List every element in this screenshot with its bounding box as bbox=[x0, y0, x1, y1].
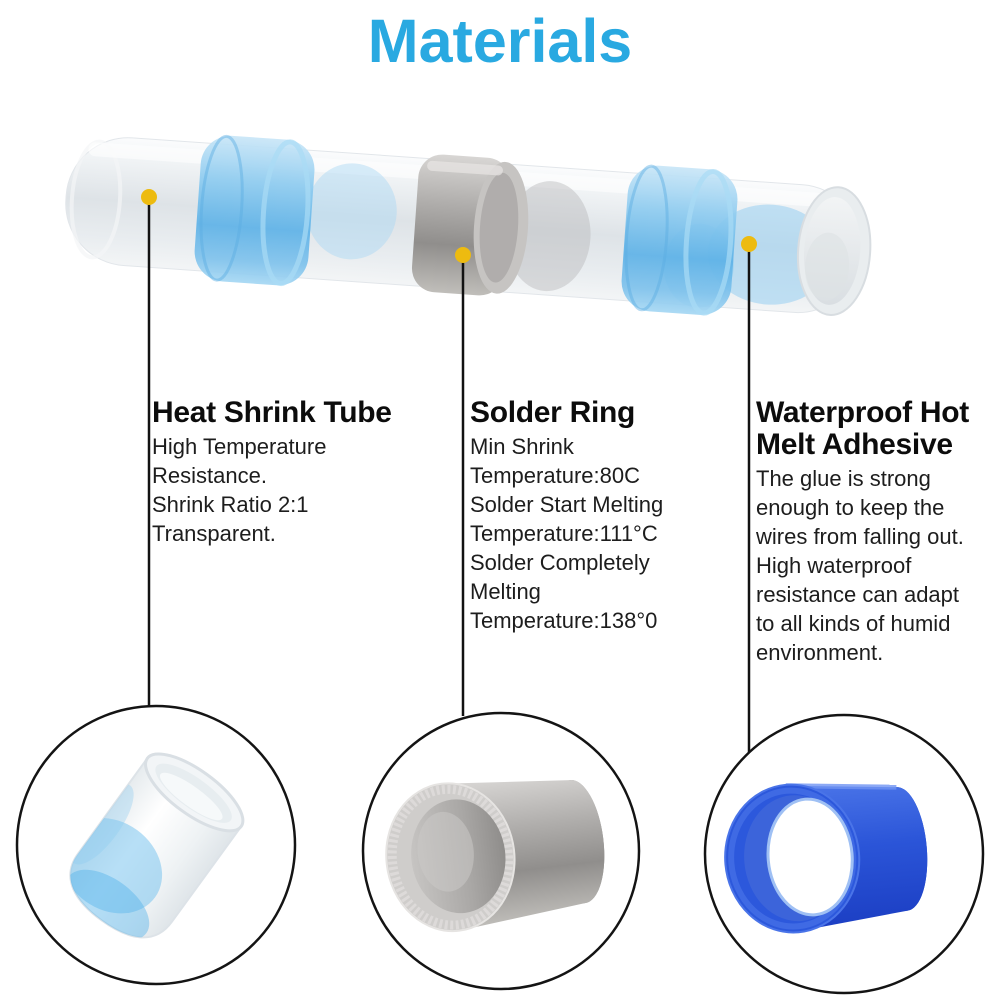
blue-band-2 bbox=[621, 164, 738, 316]
callout-title-heat-shrink-tube: Heat Shrink Tube bbox=[152, 396, 392, 429]
solder-ring-band bbox=[411, 154, 529, 296]
marker-dot-heat-shrink-tube bbox=[141, 189, 157, 205]
callout-waterproof-adhesive: Waterproof Hot Melt Adhesive The glue is… bbox=[756, 397, 996, 667]
adhesive-haze-right-of-band1 bbox=[306, 163, 397, 260]
callout-title-solder-ring: Solder Ring bbox=[470, 396, 636, 429]
callout-body-solder-ring: Min Shrink Temperature:80C Solder Start … bbox=[470, 434, 664, 633]
callout-title-waterproof-adhesive: Waterproof Hot Melt Adhesive bbox=[756, 396, 969, 461]
tube-left-cap-rim bbox=[69, 139, 123, 260]
detail-circle-heat-shrink-tube bbox=[15, 704, 297, 986]
marker-dots bbox=[141, 189, 757, 263]
detail-circle-adhesive-ring bbox=[703, 713, 985, 995]
callout-heat-shrink-tube: Heat Shrink Tube High Temperature Resist… bbox=[152, 397, 442, 548]
callout-body-heat-shrink-tube: High Temperature Resistance. Shrink Rati… bbox=[152, 434, 327, 546]
callout-solder-ring: Solder Ring Min Shrink Temperature:80C S… bbox=[470, 397, 720, 635]
blue-band-1 bbox=[194, 134, 315, 287]
connector-product bbox=[65, 134, 872, 316]
adhesive-ring-piece bbox=[724, 783, 928, 934]
page-title: Materials bbox=[367, 7, 633, 75]
marker-dot-solder-ring bbox=[455, 247, 471, 263]
detail-circle-solder-ring bbox=[361, 711, 641, 991]
tube-open-end bbox=[796, 186, 872, 316]
callout-body-waterproof-adhesive: The glue is strong enough to keep the wi… bbox=[756, 466, 964, 665]
marker-dot-adhesive bbox=[741, 236, 757, 252]
heat-shrink-tube-piece bbox=[60, 752, 245, 941]
leader-lines bbox=[147, 197, 751, 754]
solder-ring-piece bbox=[385, 779, 605, 933]
